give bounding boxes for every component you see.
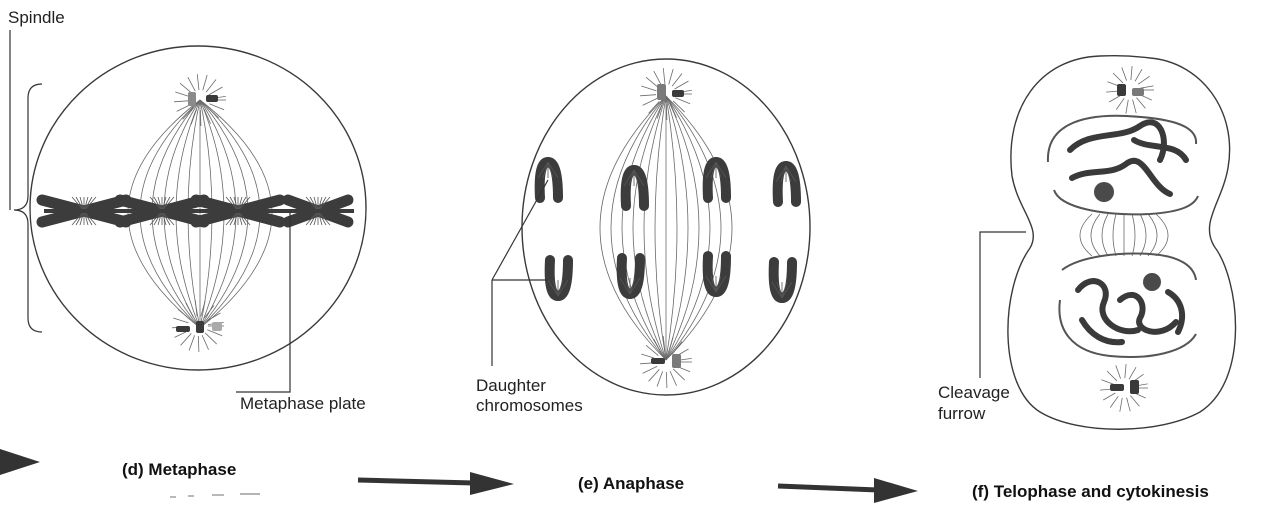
telophase-bottom-nuclear-envelope: [1059, 254, 1196, 357]
telophase-top-centrosome: [1117, 84, 1144, 96]
cleavage-furrow-label-line1: Cleavage: [938, 383, 1010, 403]
daughter-chromosome: [706, 162, 726, 198]
daughter-chromosomes-label-line1: Daughter: [476, 376, 546, 396]
telophase-top-nucleolus: [1094, 182, 1114, 202]
telophase-bottom-chromatin: [1078, 281, 1182, 342]
spindle-bracket: [10, 30, 42, 332]
metaphase-underline-dashes: [170, 494, 260, 497]
cleavage-furrow-label-line2: furrow: [938, 404, 985, 424]
stage-label-telophase: (f) Telophase and cytokinesis: [972, 482, 1209, 502]
spindle-label: Spindle: [8, 8, 65, 28]
arrow-into-metaphase: [0, 449, 40, 475]
metaphase-bottom-centrosome: [176, 321, 222, 333]
metaphase-cell: [30, 46, 366, 370]
telophase-bottom-centrosome: [1110, 380, 1139, 394]
metaphase-plate-label: Metaphase plate: [240, 394, 366, 414]
telophase-cell-membrane: [1008, 56, 1236, 430]
arrow-metaphase-to-anaphase: [358, 472, 514, 495]
metaphase-plate-pointer: [236, 212, 290, 392]
metaphase-chromosomes: [42, 197, 354, 225]
telophase-cell: [1008, 56, 1236, 430]
daughter-chromosome: [706, 256, 726, 292]
daughter-chromosomes-pointer: [492, 180, 548, 366]
anaphase-spindle-fibers: [600, 68, 732, 388]
daughter-chromosome: [548, 260, 568, 296]
daughter-chromosome: [620, 258, 640, 294]
telophase-top-chromatin: [1070, 122, 1186, 194]
cleavage-furrow-pointer: [980, 232, 1026, 378]
anaphase-daughter-chromosomes: [538, 162, 796, 298]
stage-label-metaphase: (d) Metaphase: [122, 460, 236, 480]
telophase-bottom-nucleolus: [1143, 273, 1161, 291]
daughter-chromosome: [624, 170, 644, 206]
daughter-chromosome: [772, 262, 792, 298]
anaphase-cell: [522, 59, 810, 395]
stage-label-anaphase: (e) Anaphase: [578, 474, 684, 494]
arrow-anaphase-to-telophase: [778, 478, 918, 503]
daughter-chromosomes-label-line2: chromosomes: [476, 396, 583, 416]
daughter-chromosome: [776, 166, 796, 202]
